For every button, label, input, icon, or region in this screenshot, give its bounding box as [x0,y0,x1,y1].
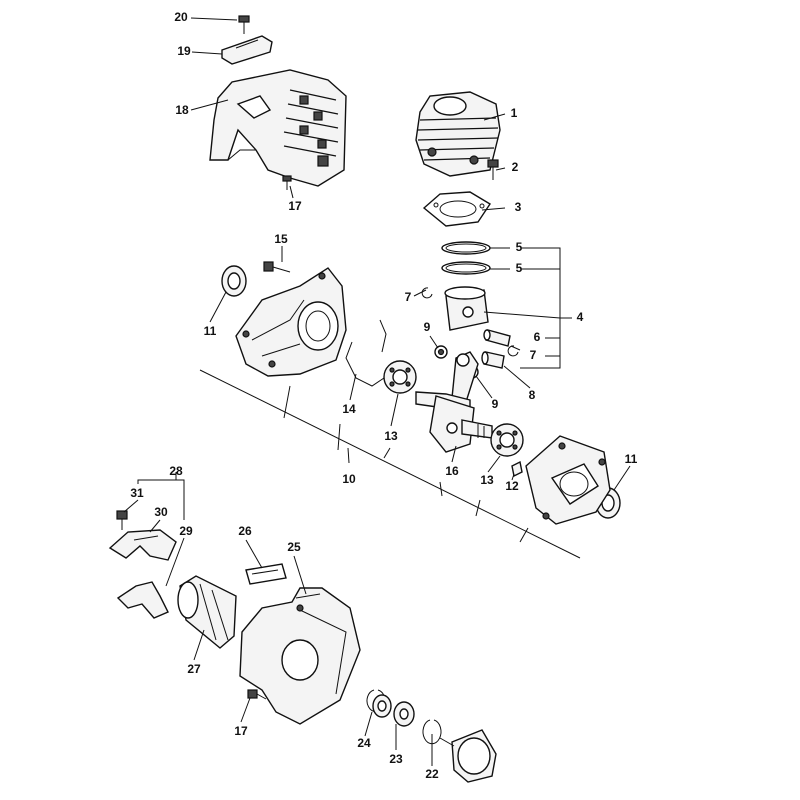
part-17-screw-upper [282,175,292,190]
label-12: 12 [505,479,519,493]
label-17-upper: 17 [288,199,302,213]
part-10-crankcase-left [235,267,347,377]
label-14: 14 [342,402,356,416]
part-19-clip [221,35,273,65]
part-25-fan-housing [239,587,361,725]
label-16: 16 [445,464,459,478]
label-13-right: 13 [480,473,494,487]
label-4: 4 [577,310,584,324]
part-labels: 20 19 18 17 1 2 3 5 5 4 6 7 7 8 9 9 11 1… [130,10,637,781]
part-15-crankcase-bolt [263,261,291,273]
label-29: 29 [179,524,193,538]
label-11-left: 11 [204,324,217,338]
part-14-crankcase-gasket [345,319,387,387]
part-30-clamp-top [108,529,177,561]
part-5-piston-rings [441,241,491,275]
part-29-clamp-bottom [116,581,169,619]
part-20-screw [238,15,250,34]
label-31: 31 [130,486,144,500]
label-18: 18 [175,103,189,117]
label-8: 8 [529,388,536,402]
part-4-piston [444,286,489,331]
part-13-bearing-left [383,360,417,394]
label-23: 23 [389,752,403,766]
leader-lines [123,17,631,766]
part-9-washer-a [434,345,448,359]
label-11-right: 11 [625,452,638,466]
label-15: 15 [274,232,288,246]
label-20: 20 [174,10,188,24]
part-31-screw [116,510,128,530]
label-24: 24 [357,736,371,750]
label-9-a: 9 [424,320,431,334]
label-5-b: 5 [516,261,523,275]
label-3: 3 [515,200,522,214]
part-18-engine-cover [209,69,347,187]
part-2-cylinder-bolt [487,159,499,180]
label-2: 2 [512,160,519,174]
label-22: 22 [425,767,439,781]
part-10-crankcase-right [525,435,611,525]
part-7-circlip-a [421,287,433,299]
label-1: 1 [511,106,518,120]
part-6-piston-pin [483,329,511,347]
part-17-screw-lower [247,689,267,700]
label-25: 25 [287,540,301,554]
part-13-bearing-right [490,423,524,457]
clutch-drum [439,729,497,783]
label-27: 27 [187,662,201,676]
label-5-a: 5 [516,240,523,254]
label-13-left: 13 [384,429,398,443]
label-19: 19 [177,44,191,58]
label-17-lower: 17 [234,724,248,738]
label-28: 28 [169,464,183,478]
part-23-bearing-a [372,694,392,718]
label-7-a: 7 [405,290,412,304]
label-10: 10 [342,472,356,486]
part-23-bearing-b [393,701,415,727]
part-16-crankshaft [415,351,493,453]
part-12-dowel-pin [511,460,523,478]
part-26-label [245,563,287,585]
part-3-gasket [422,191,491,227]
label-30: 30 [154,505,168,519]
label-26: 26 [238,524,252,538]
part-1-cylinder [415,91,501,177]
part-27-tube [177,575,237,649]
label-9-b: 9 [492,397,499,411]
label-7-b: 7 [530,348,537,362]
part-8-needle-bearing [481,351,505,369]
label-6: 6 [534,330,541,344]
part-11-oil-seal-left [221,265,247,297]
